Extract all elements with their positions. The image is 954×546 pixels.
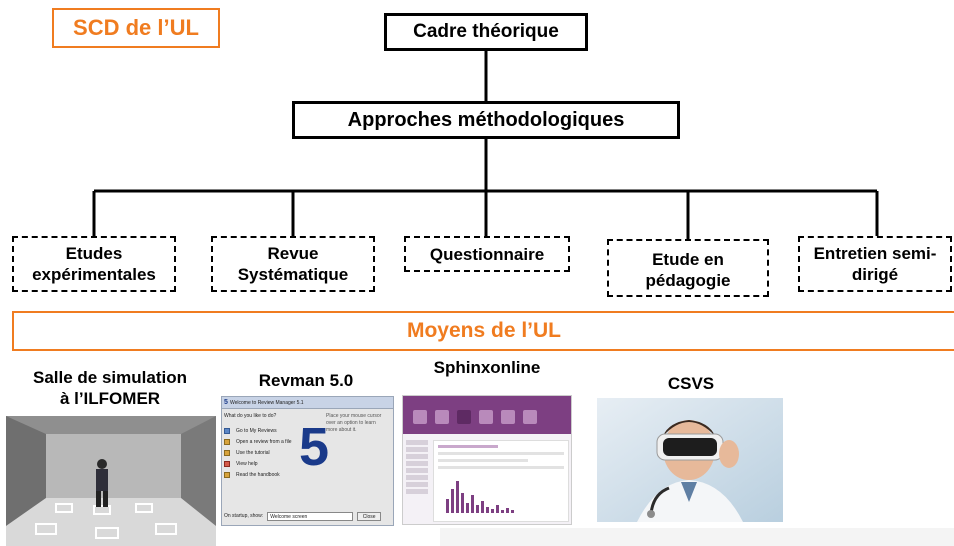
node-cadre-theorique: Cadre théorique	[384, 13, 588, 51]
open-file-icon	[224, 438, 230, 445]
revman-item: View help	[224, 458, 306, 469]
scd-tag-label: SCD de l’UL	[73, 15, 199, 40]
node-questionnaire: Questionnaire	[404, 236, 570, 272]
revman-item: Open a review from a file	[224, 436, 306, 447]
revman-logo-icon: 5	[300, 417, 328, 473]
revman-item-label: View help	[236, 460, 258, 467]
sphinx-sidebar	[406, 440, 428, 496]
sphinx-export-icon	[523, 410, 537, 424]
revman-item-label: Open a review from a file	[236, 438, 292, 445]
node-line: Questionnaire	[429, 244, 545, 264]
caption-sphinxonline: Sphinxonline	[402, 357, 572, 378]
revman-item: Read the handbook	[224, 469, 306, 480]
node-revue-systematique: Revue Systématique	[211, 236, 375, 292]
revman-startup-label: On startup, show:	[224, 513, 264, 519]
sphinxonline-screenshot	[402, 395, 572, 525]
sphinx-mail-icon	[457, 410, 471, 424]
revman-titlebar: 5 Welcome to Review Manager 5.1	[222, 397, 393, 409]
revman-title: Welcome to Review Manager 5.1	[230, 400, 304, 406]
tutorial-icon	[224, 449, 230, 456]
caption-line: à l’ILFOMER	[59, 389, 161, 408]
vr-headset-illustration	[597, 398, 783, 522]
connector-lines	[92, 51, 879, 239]
moyens-banner: Moyens de l’UL	[12, 311, 954, 351]
node-line: Systématique	[237, 265, 349, 284]
caption-csvs: CSVS	[598, 373, 784, 394]
node-cadre-theorique-label: Cadre théorique	[413, 21, 559, 42]
revman-item-label: Go to My Reviews	[236, 427, 277, 434]
scd-tag: SCD de l’UL	[52, 8, 220, 48]
sphinx-home-icon	[413, 410, 427, 424]
node-approches-label: Approches méthodologiques	[347, 108, 625, 131]
bottom-strip	[440, 528, 954, 546]
sphinx-content	[433, 440, 569, 522]
revman-welcome-window: 5 Welcome to Review Manager 5.1 What do …	[221, 396, 394, 526]
sphinx-list-icon	[479, 410, 493, 424]
node-line: pédagogie	[645, 271, 731, 290]
sphinx-menu-tiles	[413, 410, 537, 424]
photo-salle-simulation	[6, 416, 216, 546]
revman-prompt: What do you like to do?	[224, 413, 277, 419]
sphinx-topbar	[403, 396, 571, 434]
help-icon	[224, 460, 230, 467]
simulation-room-illustration	[6, 416, 216, 546]
node-line: dirigé	[851, 265, 899, 284]
node-etudes-experimentales: Etudes expérimentales	[12, 236, 176, 292]
caption-line: Revman 5.0	[258, 371, 354, 390]
revman-logo-text: 5	[300, 417, 328, 473]
photo-csvs-vr	[597, 398, 783, 522]
node-line: Etude en	[652, 250, 724, 269]
handbook-icon	[224, 471, 230, 478]
caption-line: Sphinxonline	[433, 358, 541, 377]
node-line: Entretien semi-	[813, 244, 937, 263]
sphinx-chart-icon	[501, 410, 515, 424]
revman-footer: On startup, show: Welcome screen Close	[224, 510, 390, 522]
caption-salle-simulation: Salle de simulation à l’ILFOMER	[6, 367, 214, 409]
sphinx-doc-icon	[435, 410, 449, 424]
node-line: Etudes	[65, 244, 123, 263]
node-approches-methodologiques: Approches méthodologiques	[292, 101, 680, 139]
revman-item: Use the tutorial	[224, 447, 306, 458]
node-etude-pedagogie: Etude en pédagogie	[607, 239, 769, 297]
caption-revman: Revman 5.0	[220, 370, 392, 391]
caption-line: CSVS	[667, 374, 715, 393]
revman-item: Go to My Reviews	[224, 425, 306, 436]
revman-item-label: Use the tutorial	[236, 449, 270, 456]
revman-item-label: Read the handbook	[236, 471, 280, 478]
node-line: Revue	[267, 244, 319, 263]
node-line: expérimentales	[32, 265, 156, 284]
sphinx-bar-chart-icon	[446, 481, 514, 513]
caption-line: Salle de simulation	[33, 368, 187, 387]
node-entretien-semi-dirige: Entretien semi- dirigé	[798, 236, 952, 292]
moyens-banner-label: Moyens de l’UL	[406, 319, 562, 342]
folder-icon	[224, 427, 230, 434]
revman-menu: What do you like to do? Go to My Reviews…	[224, 413, 306, 480]
revman-close-button: Close	[357, 511, 382, 521]
revman-title-icon: 5	[224, 399, 228, 406]
revman-startup-select: Welcome screen	[267, 511, 354, 521]
revman-hint: Place your mouse cursor over an option t…	[326, 413, 382, 433]
